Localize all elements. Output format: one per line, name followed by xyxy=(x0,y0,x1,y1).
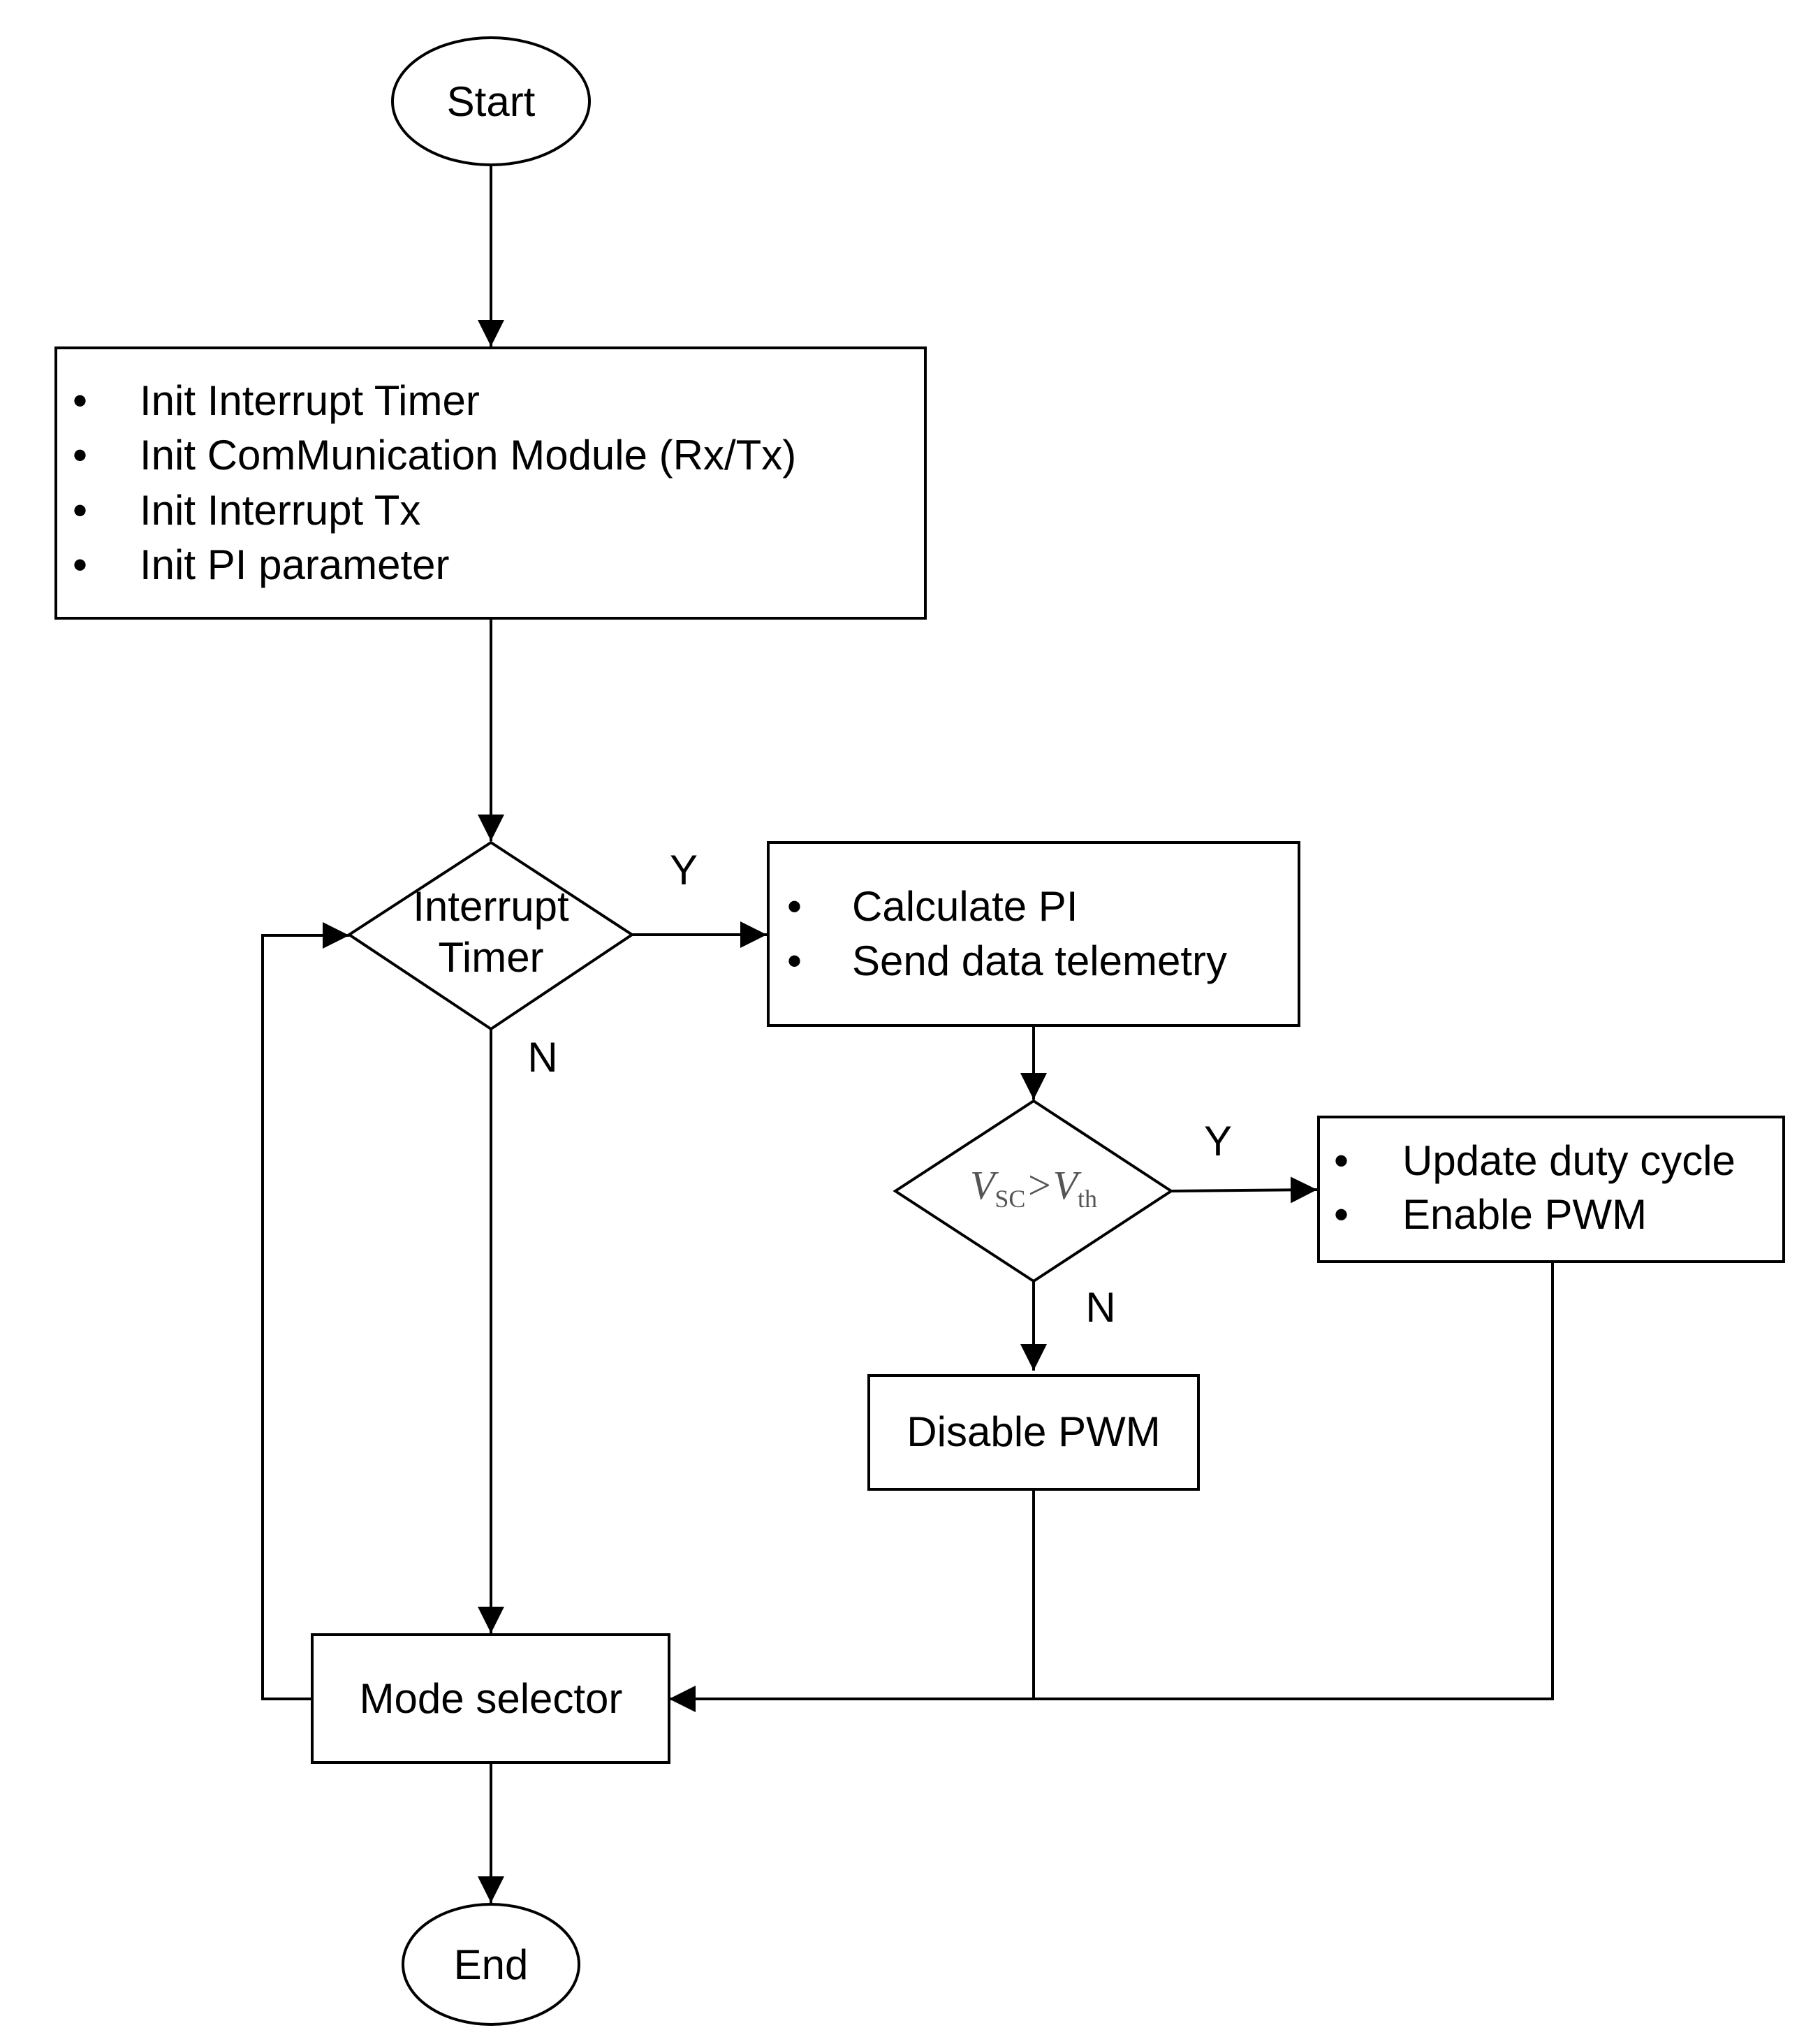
init-box: • Init Interrupt Timer • Init ComMunicat… xyxy=(54,346,927,620)
disable-pwm-box: Disable PWM xyxy=(867,1374,1200,1491)
connectors xyxy=(261,166,1554,1903)
edge-vsc-yes-to-update xyxy=(1170,1176,1318,1204)
update-step-2: Enable PWM xyxy=(1402,1191,1647,1238)
interrupt-timer-decision: Interrupt Timer xyxy=(346,840,635,1031)
mode-selector-label: Mode selector xyxy=(360,1675,623,1722)
init-bullet-4: • xyxy=(73,541,87,588)
interrupt-label-line2: Timer xyxy=(438,934,543,981)
update-bullet-1: • xyxy=(1334,1137,1349,1184)
interrupt-no-label: N xyxy=(527,1034,557,1081)
init-bullet-3: • xyxy=(73,487,87,534)
end-node: End xyxy=(402,1903,580,2026)
update-bullet-2: • xyxy=(1334,1191,1349,1238)
calc-step-2: Send data telemetry xyxy=(852,937,1227,984)
interrupt-label-line1: Interrupt xyxy=(413,883,569,930)
vsc-op: > xyxy=(1025,1162,1052,1208)
vsc-yes-label: Y xyxy=(1204,1118,1232,1165)
init-step-2: Init ComMunication Module (Rx/Tx) xyxy=(140,432,796,479)
vsc-no-label: N xyxy=(1085,1284,1115,1331)
calc-step-1: Calculate PI xyxy=(852,883,1078,930)
calculate-box: • Calculate PI • Send data telemetry xyxy=(767,841,1300,1027)
init-step-4: Init PI parameter xyxy=(140,541,450,588)
init-bullet-2: • xyxy=(73,432,87,479)
edge-update-to-mode xyxy=(669,1262,1554,1712)
vsc-sub2: th xyxy=(1078,1185,1097,1213)
init-bullet-1: • xyxy=(73,377,87,424)
calc-bullet-2: • xyxy=(787,937,802,984)
vsc-sub1: SC xyxy=(994,1185,1025,1213)
disable-pwm-label: Disable PWM xyxy=(906,1408,1160,1455)
init-step-3: Init Interrupt Tx xyxy=(140,487,420,534)
calc-bullet-1: • xyxy=(787,883,802,930)
vsc-v2: V xyxy=(1053,1162,1082,1208)
init-step-1: Init Interrupt Timer xyxy=(140,377,480,424)
start-node: Start xyxy=(391,36,591,166)
end-label: End xyxy=(454,1941,529,1988)
start-label: Start xyxy=(447,78,536,125)
update-box: • Update duty cycle • Enable PWM xyxy=(1317,1116,1785,1263)
interrupt-yes-label: Y xyxy=(670,847,698,893)
vsc-decision: VSC>Vth xyxy=(893,1099,1174,1283)
edge-mode-loop-to-interrupt xyxy=(261,922,349,1700)
vsc-condition: VSC>Vth xyxy=(970,1162,1097,1213)
mode-selector-box: Mode selector xyxy=(311,1633,670,1764)
vsc-v1: V xyxy=(970,1162,999,1208)
update-step-1: Update duty cycle xyxy=(1402,1137,1735,1184)
